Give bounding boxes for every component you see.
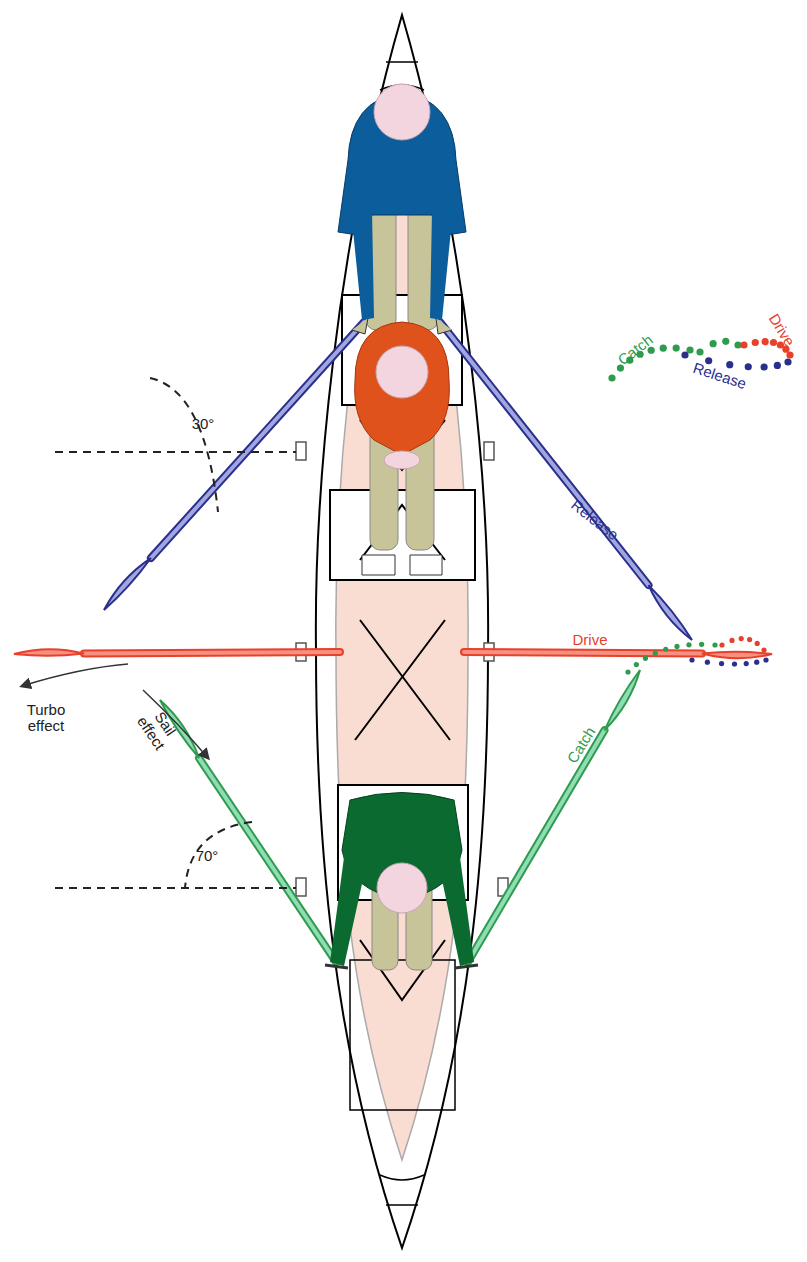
release-oar-blade (104, 558, 151, 610)
path-dot (761, 647, 766, 652)
path-dot (705, 660, 710, 665)
path-dot (732, 661, 737, 666)
drive-oar-blade (702, 652, 772, 659)
path-dot (660, 345, 667, 352)
path-dot (726, 361, 733, 368)
angle-marks (55, 378, 296, 888)
release-oar (440, 322, 649, 585)
release-oar-shaft (151, 322, 364, 558)
path-dot (674, 644, 679, 649)
path-dot (784, 358, 791, 365)
path-dot (755, 641, 760, 646)
path-dot (689, 657, 694, 662)
angle-value: 30° (192, 416, 215, 433)
release-oar-shaft (440, 322, 649, 585)
path-dot (625, 669, 630, 674)
path-dot (653, 651, 658, 656)
path-dot (729, 638, 734, 643)
path-dot (699, 642, 704, 647)
catch-oar-blade (604, 670, 640, 730)
path-dot (719, 642, 724, 647)
path-dot (722, 338, 729, 345)
path-dot (762, 338, 769, 345)
path-dot (761, 363, 768, 370)
release-rower (338, 84, 466, 334)
path-dot (763, 657, 768, 662)
drive-oar-blade (14, 649, 84, 656)
angle-value: 70° (196, 848, 219, 865)
catch-rower (325, 793, 478, 971)
turbo-arrow (22, 664, 128, 686)
path-dot (686, 642, 691, 647)
drive-oar-shaft (84, 652, 340, 654)
path-dot (786, 351, 793, 358)
catch-oar-shaft (199, 758, 336, 962)
hull (316, 15, 488, 1248)
release-oar-blade (649, 585, 692, 640)
path-dot (719, 661, 724, 666)
release-oar (151, 322, 364, 558)
effect-label: Turbo effect (11, 702, 81, 735)
path-dot (774, 362, 781, 369)
path-dot (634, 662, 639, 667)
path-dot (752, 339, 759, 346)
oar-label: Drive (572, 632, 607, 649)
effect-label: Sail effect (128, 694, 189, 762)
path-dot (744, 661, 749, 666)
drive-rower (355, 322, 450, 575)
drive-oar (84, 652, 340, 654)
path-dot (739, 636, 744, 641)
path-dot (643, 656, 648, 661)
catch-oar (468, 730, 604, 962)
path-dot (710, 340, 717, 347)
path-dot (608, 374, 615, 381)
path-dot (745, 363, 752, 370)
path-dot (696, 348, 703, 355)
catch-oar-shaft (468, 730, 604, 962)
path-dot (747, 637, 752, 642)
path-dot (770, 339, 777, 346)
oar-label: Release (568, 497, 622, 544)
drive-oar-shaft (464, 652, 702, 654)
inset-label: Release (691, 360, 748, 393)
drive-oar (464, 652, 702, 654)
path-dot (740, 341, 747, 348)
path-dot (681, 351, 688, 358)
path-dot (663, 647, 668, 652)
catch-oar (199, 758, 336, 962)
path-dot (754, 660, 759, 665)
path-dot (712, 642, 717, 647)
cockpit (336, 100, 468, 1160)
path-dot (673, 345, 680, 352)
